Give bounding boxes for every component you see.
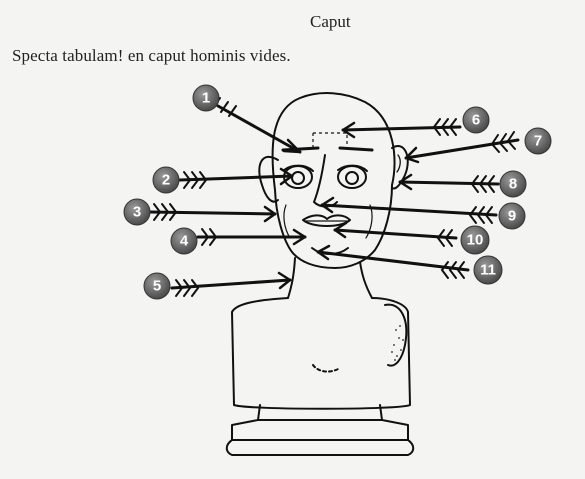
- svg-text:3: 3: [133, 204, 141, 221]
- bust-body: [232, 298, 410, 409]
- svg-text:8: 8: [509, 176, 517, 193]
- arrows: [150, 98, 518, 296]
- arrow-8: [400, 182, 498, 184]
- svg-text:2: 2: [162, 172, 170, 189]
- badge-3: 3: [124, 199, 150, 225]
- svg-text:9: 9: [508, 208, 516, 225]
- svg-text:11: 11: [480, 262, 496, 279]
- badge-6: 6: [463, 107, 489, 133]
- svg-text:6: 6: [472, 112, 480, 129]
- badge-2: 2: [153, 167, 179, 193]
- pedestal: [232, 405, 408, 440]
- badge-7: 7: [525, 128, 551, 154]
- badge-5: 5: [144, 273, 170, 299]
- badge-8: 8: [500, 171, 526, 197]
- badge-10: 10: [461, 226, 489, 254]
- svg-text:4: 4: [180, 233, 189, 250]
- badge-9: 9: [499, 203, 525, 229]
- svg-text:7: 7: [534, 133, 542, 150]
- svg-text:5: 5: [153, 278, 161, 295]
- forehead-marker: [313, 133, 347, 148]
- right-brow: [340, 148, 372, 150]
- badge-1: 1: [193, 85, 219, 111]
- svg-text:1: 1: [202, 90, 210, 107]
- bust-drawing: [227, 93, 414, 455]
- left-brow: [283, 148, 318, 150]
- svg-text:10: 10: [467, 232, 484, 249]
- badge-4: 4: [171, 228, 197, 254]
- head-outline: [273, 93, 395, 268]
- badge-11: 11: [474, 256, 502, 284]
